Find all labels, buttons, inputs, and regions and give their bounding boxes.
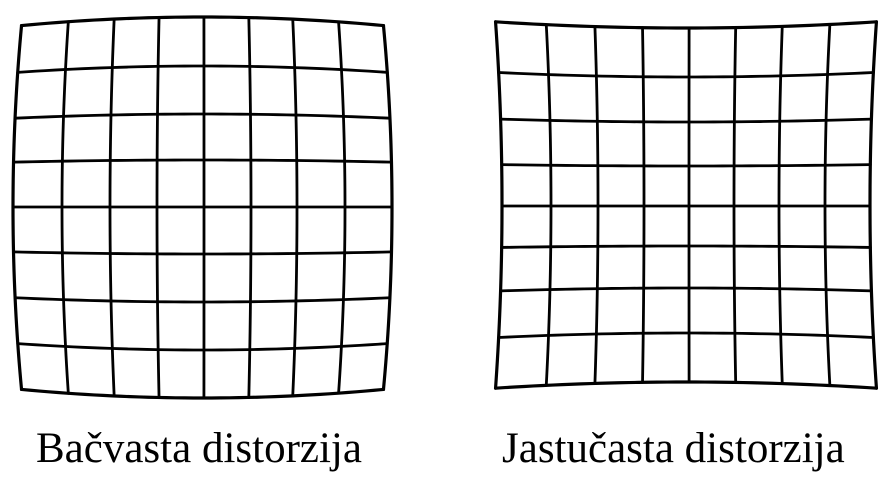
pincushion-distortion-caption: Jastučasta distorzija xyxy=(502,425,845,472)
grid-border-line xyxy=(19,387,386,400)
grid-horizontal-line xyxy=(16,342,389,352)
grid-horizontal-line xyxy=(12,250,393,256)
barrel-distortion-grid xyxy=(11,15,394,400)
grid-border-line xyxy=(493,20,504,390)
grid-border-line xyxy=(493,20,879,30)
barrel-distortion-caption: Bačvasta distorzija xyxy=(36,425,362,472)
grid-horizontal-line xyxy=(12,158,393,164)
grid-horizontal-line xyxy=(499,286,873,293)
grid-horizontal-line xyxy=(500,163,872,168)
grid-horizontal-line xyxy=(497,71,875,79)
grid-border-line xyxy=(493,380,879,390)
grid-horizontal-line xyxy=(16,64,389,74)
grid-horizontal-line xyxy=(500,244,872,249)
grid-horizontal-line xyxy=(13,112,392,120)
grid-border-line xyxy=(868,20,879,390)
grid-border-line xyxy=(19,15,386,28)
grid-horizontal-line xyxy=(499,117,873,124)
grid-horizontal-line xyxy=(13,296,392,304)
pincushion-distortion-grid xyxy=(493,20,879,390)
grid-horizontal-line xyxy=(497,331,875,339)
